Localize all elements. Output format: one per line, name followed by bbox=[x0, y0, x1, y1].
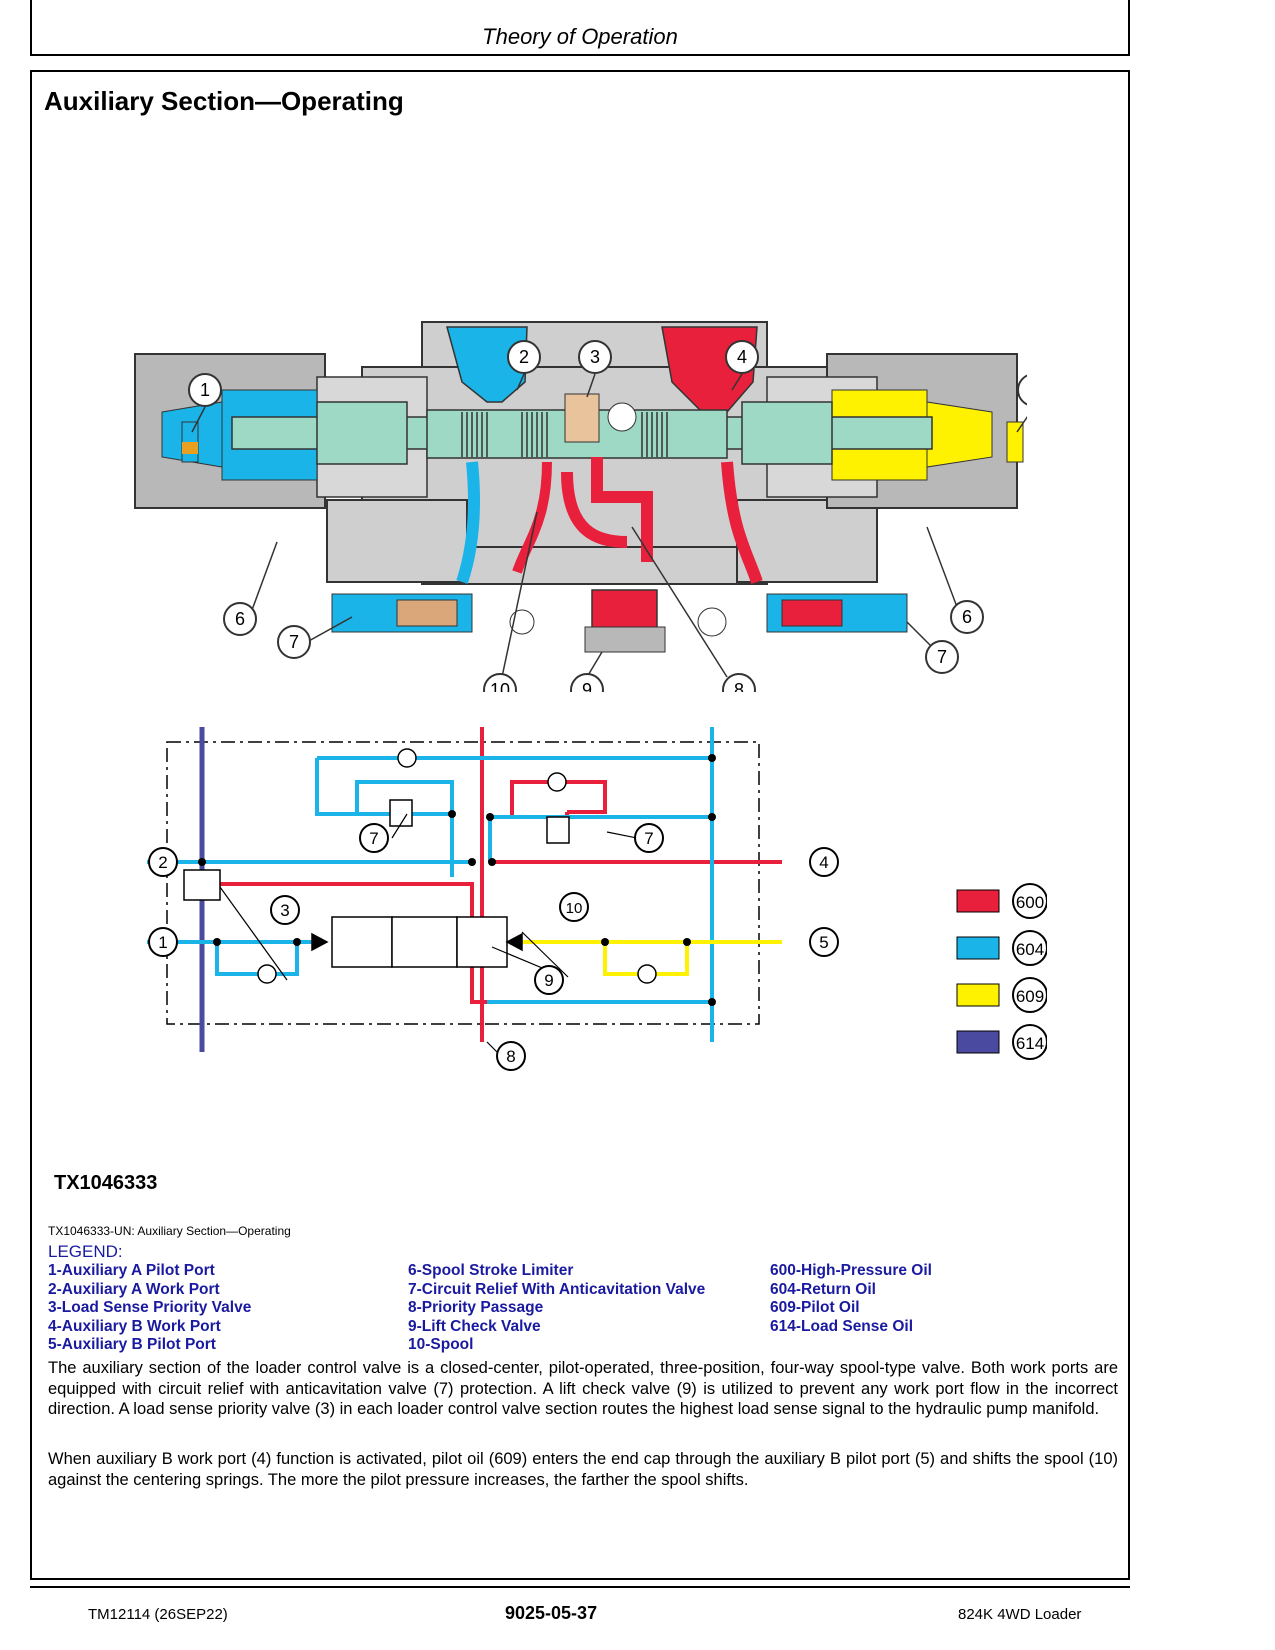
svg-text:8: 8 bbox=[734, 680, 744, 692]
footer-manual-id: TM12114 (26SEP22) bbox=[88, 1606, 228, 1623]
spool-symbol bbox=[311, 916, 523, 968]
schem-callout-10: 10 bbox=[559, 892, 589, 922]
pilot-port-b bbox=[1006, 421, 1024, 463]
check-valves bbox=[183, 748, 657, 984]
key-swatch-600 bbox=[956, 889, 1000, 913]
legend-item: 600-High-Pressure Oil bbox=[770, 1262, 932, 1279]
section-title: Auxiliary Section—Operating bbox=[44, 86, 404, 116]
callout-1: 1 bbox=[188, 373, 222, 407]
callout-9: 9 bbox=[570, 673, 604, 692]
callout-2: 2 bbox=[507, 340, 541, 374]
legend-item: 609-Pilot Oil bbox=[770, 1299, 860, 1316]
right-end-cap-chamber bbox=[926, 401, 993, 468]
hydraulic-schematic: 2 1 3 7 7 4 5 10 9 8 600 604 609 614 bbox=[147, 727, 1047, 1071]
schem-callout-5: 5 bbox=[809, 927, 839, 957]
key-label-614: 614 bbox=[1016, 1034, 1044, 1053]
svg-text:3: 3 bbox=[590, 347, 600, 367]
body-paragraph-2: When auxiliary B work port (4) function … bbox=[48, 1450, 1118, 1489]
svg-text:6: 6 bbox=[235, 609, 245, 629]
legend-item: 604-Return Oil bbox=[770, 1280, 876, 1298]
svg-text:3: 3 bbox=[280, 901, 289, 920]
schem-callout-9: 9 bbox=[534, 965, 564, 995]
key-label-600: 600 bbox=[1016, 893, 1044, 912]
legend-item: 1-Auxiliary A Pilot Port bbox=[48, 1262, 215, 1279]
footer-page-number: 9025-05-37 bbox=[505, 1603, 598, 1623]
svg-text:9: 9 bbox=[544, 971, 553, 990]
callout-7-right: 7 bbox=[925, 640, 959, 674]
callout-8: 8 bbox=[722, 673, 756, 692]
svg-text:9: 9 bbox=[582, 680, 592, 692]
legend-column-1: 1-Auxiliary A Pilot Port 2-Auxiliary A W… bbox=[48, 1262, 251, 1355]
svg-text:10: 10 bbox=[490, 680, 510, 692]
legend-item: 5-Auxiliary B Pilot Port bbox=[48, 1336, 216, 1353]
section-boundary bbox=[166, 741, 760, 1025]
callout-5: 5 bbox=[1017, 374, 1027, 406]
key-label-609: 609 bbox=[1016, 987, 1044, 1006]
footer-machine: 824K 4WD Loader bbox=[958, 1606, 1082, 1623]
callout-10: 10 bbox=[483, 673, 517, 692]
legend-item: 7-Circuit Relief With Anticavitation Val… bbox=[408, 1280, 706, 1298]
figure-id: TX1046333 bbox=[54, 1172, 158, 1194]
schem-callout-3: 3 bbox=[270, 895, 300, 925]
return-lines bbox=[147, 727, 714, 1042]
key-swatch-604 bbox=[956, 936, 1000, 960]
callout-3: 3 bbox=[578, 340, 612, 374]
schem-callout-8: 8 bbox=[496, 1041, 526, 1071]
svg-text:4: 4 bbox=[737, 347, 747, 367]
legend-column-3: 600-High-Pressure Oil 604-Return Oil 609… bbox=[770, 1262, 932, 1336]
callout-6-left: 6 bbox=[223, 602, 257, 636]
body-paragraph-1: The auxiliary section of the loader cont… bbox=[48, 1359, 1118, 1418]
figure-caption: TX1046333-UN: Auxiliary Section—Operatin… bbox=[48, 1224, 291, 1238]
footer-rule bbox=[30, 1586, 1130, 1588]
load-sense-priority-valve bbox=[564, 393, 600, 443]
svg-text:7: 7 bbox=[369, 829, 378, 848]
callout-6-right: 6 bbox=[950, 600, 984, 634]
svg-text:5: 5 bbox=[819, 933, 828, 952]
legend-item: 2-Auxiliary A Work Port bbox=[48, 1280, 220, 1298]
svg-text:4: 4 bbox=[819, 853, 828, 872]
oil-color-key: 600 604 609 614 bbox=[956, 883, 1047, 1060]
legend-title: LEGEND: bbox=[48, 1242, 123, 1261]
legend-column-2: 6-Spool Stroke Limiter 7-Circuit Relief … bbox=[408, 1262, 705, 1355]
schem-callout-4: 4 bbox=[809, 847, 839, 877]
content-frame: Auxiliary Section—Operating bbox=[30, 70, 1130, 1580]
legend-item: 9-Lift Check Valve bbox=[408, 1317, 541, 1335]
key-label-604: 604 bbox=[1016, 940, 1044, 959]
page-header: Theory of Operation bbox=[30, 0, 1130, 56]
header-title: Theory of Operation bbox=[482, 24, 678, 49]
work-port-a-passage bbox=[446, 326, 528, 403]
legend-item: 6-Spool Stroke Limiter bbox=[408, 1262, 574, 1279]
schem-callout-7-right: 7 bbox=[634, 823, 664, 853]
svg-text:2: 2 bbox=[519, 347, 529, 367]
key-swatch-614 bbox=[956, 1030, 1000, 1054]
legend-item: 614-Load Sense Oil bbox=[770, 1317, 913, 1335]
svg-text:7: 7 bbox=[937, 647, 947, 667]
legend-item: 3-Load Sense Priority Valve bbox=[48, 1299, 252, 1316]
svg-text:10: 10 bbox=[566, 900, 583, 917]
svg-text:1: 1 bbox=[158, 933, 167, 952]
valve-cutaway-illustration: 1 2 3 4 5 6 7 10 9 8 6 7 bbox=[134, 321, 1027, 692]
schem-callout-1: 1 bbox=[148, 927, 178, 957]
schem-callout-7-left: 7 bbox=[359, 823, 389, 853]
legend-item: 8-Priority Passage bbox=[408, 1299, 544, 1316]
svg-text:8: 8 bbox=[506, 1047, 515, 1066]
svg-text:1: 1 bbox=[200, 380, 210, 400]
svg-text:7: 7 bbox=[644, 829, 653, 848]
callout-7-left: 7 bbox=[277, 625, 311, 659]
key-swatch-609 bbox=[956, 983, 1000, 1007]
svg-text:7: 7 bbox=[289, 632, 299, 652]
priority-passage bbox=[561, 457, 653, 562]
high-pressure-lines bbox=[215, 727, 782, 1042]
legend-item: 4-Auxiliary B Work Port bbox=[48, 1317, 221, 1335]
svg-text:6: 6 bbox=[962, 607, 972, 627]
schem-callout-2: 2 bbox=[148, 847, 178, 877]
svg-text:2: 2 bbox=[158, 853, 167, 872]
callout-4: 4 bbox=[725, 340, 759, 374]
legend-item: 10-Spool bbox=[408, 1336, 474, 1353]
